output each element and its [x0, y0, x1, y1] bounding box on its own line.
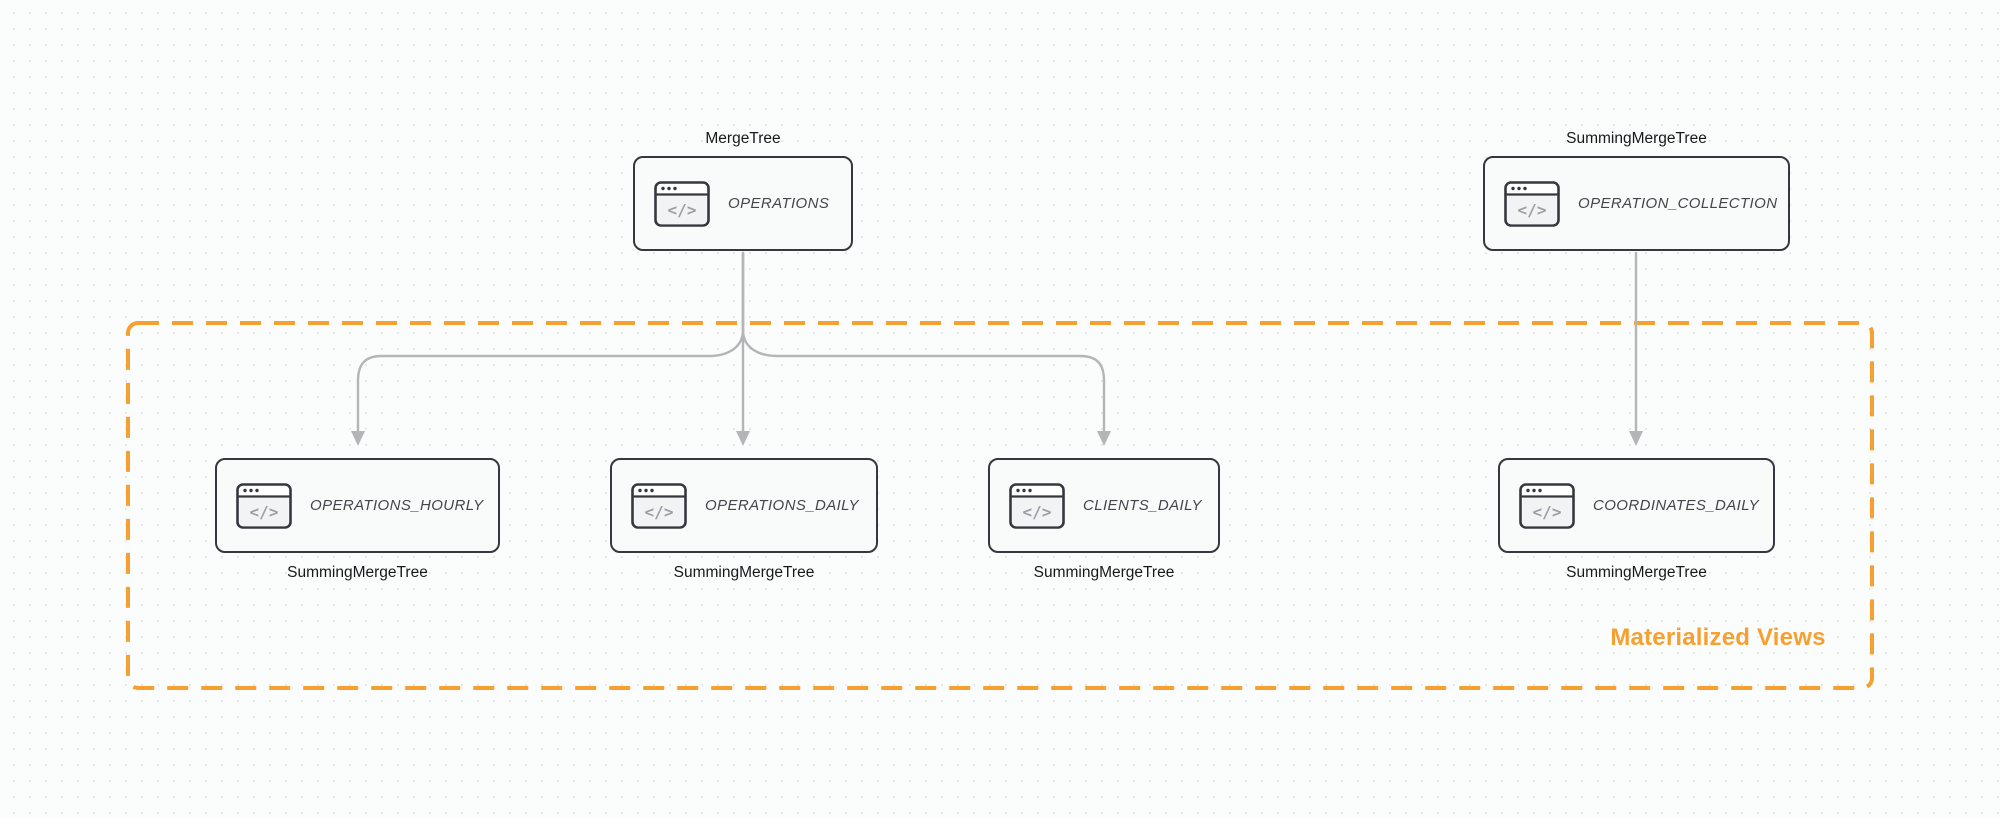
svg-text:</>: </>	[1518, 200, 1547, 219]
svg-text:</>: </>	[668, 200, 697, 219]
arrowhead-operations-hourly	[351, 431, 365, 446]
materialized-views-group-outline[interactable]	[126, 321, 1874, 690]
arrowhead-coordinates-daily	[1629, 431, 1643, 446]
node-box-clients-daily[interactable]: </> CLIENTS_DAILY	[988, 458, 1220, 553]
node-coordinates-daily[interactable]: </> COORDINATES_DAILY SummingMergeTree	[1498, 458, 1775, 581]
node-box-operations[interactable]: </> OPERATIONS	[633, 156, 853, 251]
engine-label-mergetree: MergeTree	[705, 130, 781, 147]
engine-label-summingmergetree: SummingMergeTree	[673, 564, 815, 581]
svg-text:</>: </>	[1023, 502, 1052, 521]
code-window-icon: </>	[1504, 180, 1560, 227]
arrowhead-clients-daily	[1097, 431, 1111, 446]
node-operation-collection[interactable]: SummingMergeTree </> OPERATION_COLLECTIO…	[1483, 130, 1790, 251]
engine-label-summingmergetree: SummingMergeTree	[1566, 564, 1707, 581]
node-label: CLIENTS_DAILY	[1083, 497, 1202, 514]
engine-label-summingmergetree: SummingMergeTree	[287, 564, 428, 581]
node-box-operations-daily[interactable]: </> OPERATIONS_DAILY	[610, 458, 878, 553]
code-window-icon: </>	[1009, 482, 1065, 529]
node-label: OPERATIONS	[728, 195, 830, 212]
node-label: OPERATION_COLLECTION	[1578, 195, 1778, 212]
node-box-operation-collection[interactable]: </> OPERATION_COLLECTION	[1483, 156, 1790, 251]
edge-operations-to-clients-daily[interactable]	[741, 251, 1106, 433]
engine-label-summingmergetree: SummingMergeTree	[1566, 130, 1707, 147]
node-operations-daily[interactable]: </> OPERATIONS_DAILY SummingMergeTree	[610, 458, 878, 581]
node-operations[interactable]: MergeTree </> OPERATIONS	[633, 130, 853, 251]
node-operations-hourly[interactable]: </> OPERATIONS_HOURLY SummingMergeTree	[215, 458, 500, 581]
materialized-views-group-label[interactable]: Materialized Views	[1610, 624, 1826, 651]
code-window-icon: </>	[631, 482, 687, 529]
node-box-operations-hourly[interactable]: </> OPERATIONS_HOURLY	[215, 458, 500, 553]
svg-text:</>: </>	[1533, 502, 1562, 521]
code-window-icon: </>	[236, 482, 292, 529]
code-window-icon: </>	[654, 180, 710, 227]
node-clients-daily[interactable]: </> CLIENTS_DAILY SummingMergeTree	[988, 458, 1220, 581]
node-label: OPERATIONS_HOURLY	[310, 497, 484, 514]
node-label: COORDINATES_DAILY	[1593, 497, 1760, 514]
svg-text:</>: </>	[250, 502, 279, 521]
arrowhead-operations-daily	[736, 431, 750, 446]
node-label: OPERATIONS_DAILY	[705, 497, 859, 514]
svg-text:</>: </>	[645, 502, 674, 521]
edge-operations-to-operations-hourly[interactable]	[356, 251, 745, 433]
code-window-icon: </>	[1519, 482, 1575, 529]
node-box-coordinates-daily[interactable]: </> COORDINATES_DAILY	[1498, 458, 1775, 553]
engine-label-summingmergetree: SummingMergeTree	[1033, 564, 1175, 581]
